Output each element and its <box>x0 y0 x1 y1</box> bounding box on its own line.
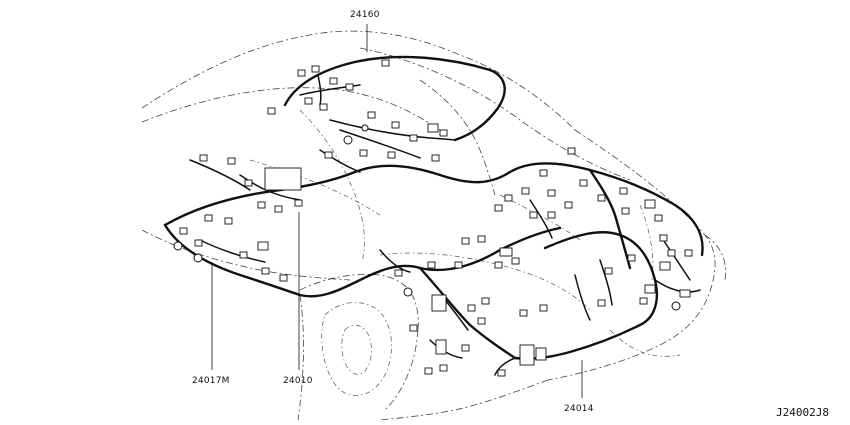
label-24017M: 24017M <box>192 376 230 386</box>
label-24010: 24010 <box>283 376 313 386</box>
grommets <box>173 124 681 311</box>
label-24160: 24160 <box>350 10 380 20</box>
connectors <box>179 59 693 377</box>
roof-harness <box>283 55 506 142</box>
rear-harness <box>418 168 701 376</box>
label-24014: 24014 <box>564 404 594 414</box>
figure-code: J24002J8 <box>776 406 829 419</box>
car-body-outline <box>141 30 727 421</box>
